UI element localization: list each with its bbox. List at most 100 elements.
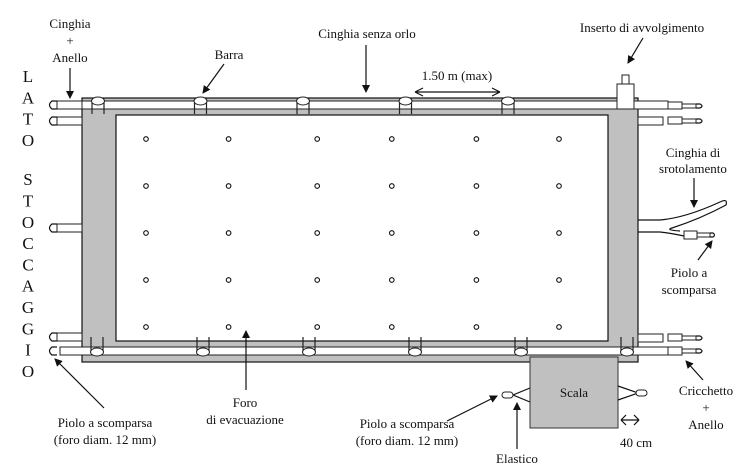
side-label-letter: C (22, 255, 33, 274)
label-strap-ring-left-line2: + (66, 33, 73, 48)
drain-hole (143, 136, 149, 142)
ratchet-bottom-2 (667, 346, 703, 356)
label-ratchet-ring-line1: Cricchetto (679, 383, 733, 398)
bar-barrel (296, 96, 310, 114)
bar-barrel (514, 337, 528, 357)
arrow-peg-right (697, 240, 713, 261)
drain-hole (473, 136, 480, 142)
drain-hole (225, 183, 232, 189)
side-label-letter: O (22, 131, 34, 150)
drain-hole (556, 324, 562, 330)
arrow-peg-bottom (446, 395, 498, 422)
side-label-letter: C (22, 234, 33, 253)
drain-hole (556, 277, 562, 283)
drain-hole (314, 230, 321, 236)
unroll-strap-peg-sleeve (683, 230, 698, 240)
ladder-peg-left (501, 391, 514, 399)
side-label-letter: A (22, 88, 35, 107)
ladder-peg-right (635, 389, 648, 397)
label-peg-left-line2: (foro diam. 12 mm) (54, 432, 157, 447)
label-strap-ring-left-line1: Cinghia (49, 16, 90, 31)
bar-barrel (91, 96, 105, 114)
drain-hole (225, 324, 232, 330)
cover-surface (115, 114, 609, 342)
side-label-letter: S (23, 170, 32, 189)
side-label-letter: G (22, 319, 34, 338)
drain-hole (225, 136, 232, 142)
arrow-bar (202, 63, 225, 94)
left-peg-bottom-2 (48, 346, 57, 356)
drain-hole (388, 277, 395, 283)
drain-hole (314, 183, 321, 189)
right-ratchets (637, 101, 703, 356)
bar-barrel (90, 337, 104, 357)
drain-holes (143, 136, 562, 330)
bar-barrel (196, 337, 210, 357)
unroll-strap-band (638, 199, 727, 232)
label-unroll-strap-line2: srotolamento (659, 161, 727, 176)
labels: Cinghia + Anello Barra Cinghia senza orl… (49, 16, 733, 466)
ladder-label: Scala (560, 385, 588, 400)
arrow-ratchet-ring (685, 360, 704, 381)
side-label-letter: T (23, 110, 34, 129)
ratchet-bottom-1 (637, 333, 703, 343)
winding-insert-body (616, 83, 635, 110)
winding-insert-tip (621, 74, 630, 85)
drain-hole (143, 183, 149, 189)
bar-barrel (302, 337, 316, 357)
top-bar-tube (59, 100, 669, 110)
label-elastic: Elastico (496, 451, 538, 466)
drain-hole (314, 324, 321, 330)
bar-barrel (398, 96, 413, 114)
bar-barrel (408, 337, 422, 357)
top-bar-barrels (91, 96, 515, 114)
drain-hole (556, 183, 562, 189)
label-peg-bottom-line2: (foro diam. 12 mm) (356, 433, 459, 448)
callout-arrows (54, 37, 713, 449)
drain-hole (143, 277, 149, 283)
label-peg-bottom-line1: Piolo a scomparsa (360, 416, 455, 431)
side-label-letter: O (22, 213, 34, 232)
drain-hole (225, 277, 232, 283)
winding-insert (616, 74, 635, 110)
label-ratchet-ring-line2: + (702, 400, 709, 415)
side-label-letter: T (23, 192, 34, 211)
label-drain-hole-line2: di evacuazione (206, 412, 284, 427)
arrow-winding-insert (627, 37, 644, 64)
ladder: Scala 40 cm (501, 356, 652, 450)
side-label-letter: A (22, 277, 35, 296)
label-bar: Barra (215, 47, 244, 62)
label-unroll-strap-line1: Cinghia di (666, 145, 721, 160)
label-winding-insert: Inserto di avvolgimento (580, 20, 704, 35)
label-ratchet-ring-line3: Anello (688, 417, 723, 432)
left-peg-top-1 (48, 100, 83, 110)
drain-hole (388, 324, 395, 330)
side-label-letter: O (22, 362, 34, 381)
drain-hole (225, 230, 232, 236)
drain-hole (473, 324, 480, 330)
bar-barrel (193, 96, 208, 114)
left-peg-middle (48, 223, 83, 233)
drain-hole (314, 277, 321, 283)
drain-hole (473, 277, 480, 283)
side-label-letter: I (25, 341, 31, 360)
label-strap-no-hem: Cinghia senza orlo (318, 26, 415, 41)
spacing-arrow (414, 87, 501, 97)
spacing-dimension: 1.50 m (max) (414, 68, 501, 97)
label-strap-ring-left-line3: Anello (52, 50, 87, 65)
side-label-letter: L (23, 67, 33, 86)
offset-arrow (620, 414, 640, 426)
left-pegs (48, 100, 83, 356)
side-label-letter: G (22, 298, 34, 317)
drain-hole (388, 136, 395, 142)
bar-barrel (620, 337, 634, 357)
drain-hole (388, 230, 395, 236)
label-peg-left-line1: Piolo a scomparsa (58, 415, 153, 430)
unroll-strap (638, 199, 727, 240)
label-peg-right-line1: Piolo a (671, 265, 708, 280)
label-peg-right-line2: scomparsa (662, 282, 717, 297)
drain-hole (473, 230, 480, 236)
